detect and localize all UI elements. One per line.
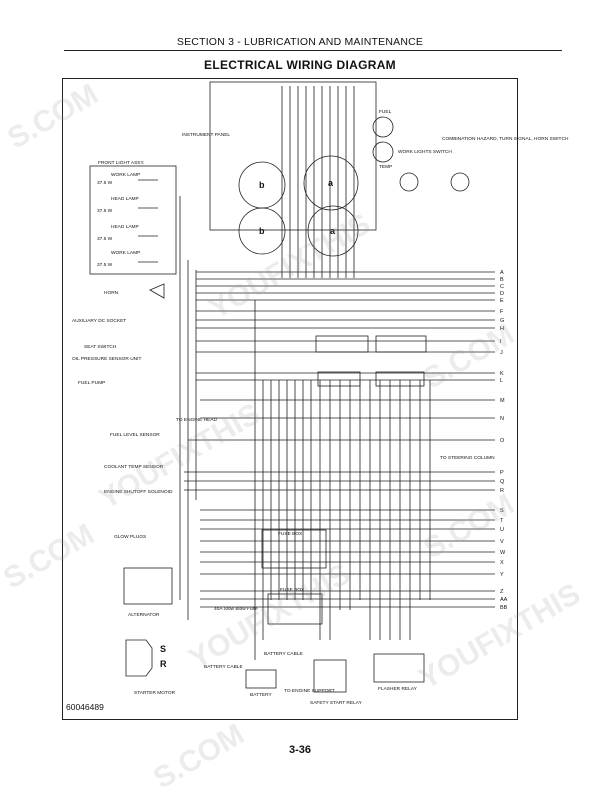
safety-relay-box xyxy=(313,659,347,693)
bus-letter-w: W xyxy=(500,550,506,556)
label-head-lamp-2: HEAD LAMP xyxy=(111,224,139,230)
gauge-b-lower-label: b xyxy=(259,226,265,236)
bus-letter-t: T xyxy=(500,518,504,524)
label-watt-3: 37.5 W xyxy=(97,236,113,242)
flasher-relay-box xyxy=(373,653,425,683)
bus-letter-i: I xyxy=(500,339,502,345)
part-number: 60046489 xyxy=(66,702,104,712)
diagram-frame xyxy=(62,78,518,720)
gauge-b-lower xyxy=(238,207,286,255)
alternator-body xyxy=(123,567,173,605)
front-light-box xyxy=(89,165,177,275)
bus-letter-e: E xyxy=(500,298,504,304)
starter-body xyxy=(125,639,153,677)
bus-letter-x: X xyxy=(500,560,504,566)
gauge-b-upper-label: b xyxy=(259,180,265,190)
gauge-a-lower xyxy=(307,205,359,257)
fuel-gauge xyxy=(372,116,394,138)
label-steering: TO STEERING COLUMN xyxy=(440,455,495,461)
label-starter-motor: STARTER MOTOR xyxy=(134,690,176,696)
bus-letter-m: M xyxy=(500,398,505,404)
starter-r-label: R xyxy=(160,659,167,669)
gauge-a-lower-label: a xyxy=(330,226,336,236)
label-flasher-relay: FLASHER RELAY xyxy=(378,686,418,692)
header-rule xyxy=(64,50,562,51)
temp-gauge xyxy=(372,141,394,163)
fuse-box-lower xyxy=(267,593,323,625)
label-temp: TEMP xyxy=(379,164,392,170)
label-oil-pressure: OIL PRESSURE SENSOR UNIT xyxy=(72,356,141,362)
bus-letter-s: S xyxy=(500,508,504,514)
bus-letter-bb: BB xyxy=(500,605,508,611)
label-battery-cable-top: BATTERY CABLE xyxy=(264,651,303,657)
label-work-lights: WORK LIGHTS SWITCH xyxy=(398,149,452,155)
label-work-lamp-1: WORK LAMP xyxy=(111,172,140,178)
battery-box xyxy=(245,669,277,689)
bus-letter-z: Z xyxy=(500,589,504,595)
label-watt-2: 37.5 W xyxy=(97,208,113,214)
label-slow-blow: 40A Slow Blow Fuse xyxy=(214,606,258,612)
bus-letter-j: J xyxy=(500,350,503,356)
label-seat-switch: SEAT SWITCH xyxy=(84,344,117,350)
bus-letter-u: U xyxy=(500,527,504,533)
bus-letter-k: K xyxy=(500,371,504,377)
label-fuel-level: FUEL LEVEL SENSOR xyxy=(110,432,160,438)
label-to-engine-head: TO ENGINE HEAD xyxy=(176,417,217,423)
label-front-light: FRONT LIGHT ASSY. xyxy=(98,160,144,166)
bus-letter-g: G xyxy=(500,318,504,324)
work-lights-switch xyxy=(399,172,419,192)
bus-letter-y: Y xyxy=(500,572,504,578)
label-fuel-pump: FUEL PUMP xyxy=(78,380,105,386)
label-aux-socket: AUXILIARY DC SOCKET xyxy=(72,318,126,324)
label-safety-relay: SAFETY START RELAY xyxy=(310,700,363,706)
label-head-lamp-1: HEAD LAMP xyxy=(111,196,139,202)
label-instrument-panel: INSTRUMENT PANEL xyxy=(182,132,230,138)
fuse-box-upper xyxy=(261,529,327,569)
label-fuel: FUEL xyxy=(379,109,392,115)
label-combination: COMBINATION HAZARD, TURN SIGNAL, HORN SW… xyxy=(442,136,569,142)
bus-letter-o: O xyxy=(500,438,505,444)
label-work-lamp-2: WORK LAMP xyxy=(111,250,140,256)
bus-letter-a: A xyxy=(500,270,504,276)
section-header: SECTION 3 - LUBRICATION AND MAINTENANCE xyxy=(176,36,424,48)
label-alternator: ALTERNATOR xyxy=(128,612,160,618)
label-watt-4: 37.5 W xyxy=(97,262,113,268)
label-battery-cable: BATTERY CABLE xyxy=(204,664,243,670)
combination-switch xyxy=(450,172,470,192)
bus-letter-n: N xyxy=(500,416,504,422)
bus-letter-b: B xyxy=(500,277,504,283)
label-watt-1: 37.5 W xyxy=(97,180,113,186)
bus-letter-h: H xyxy=(500,326,504,332)
page-number: 3-36 xyxy=(288,744,312,756)
bus-letter-p: P xyxy=(500,470,504,476)
gauge-a-upper xyxy=(303,155,359,211)
instrument-panel-box xyxy=(209,81,377,231)
label-engine-support: TO ENGINE SUPPORT xyxy=(284,688,335,694)
bus-letter-d: D xyxy=(500,291,504,297)
label-fuse-box-2: FUSE BOX xyxy=(280,587,305,593)
bus-letter-f: F xyxy=(500,309,504,315)
bus-letter-l: L xyxy=(500,378,503,384)
label-fuse-box-1: FUSE BOX xyxy=(278,531,303,537)
bus-letter-r: R xyxy=(500,488,504,494)
bus-letter-c: C xyxy=(500,284,504,290)
label-engine-shutoff: ENGINE SHUTOFF SOLENOID xyxy=(104,489,173,495)
bus-letter-q: Q xyxy=(500,479,505,485)
page-title: ELECTRICAL WIRING DIAGRAM xyxy=(204,58,396,72)
label-glow-plugs: GLOW PLUGS xyxy=(114,534,146,540)
label-horn: HORN xyxy=(104,290,119,296)
bus-letter-v: V xyxy=(500,539,504,545)
label-battery: BATTERY xyxy=(250,692,272,698)
wiring-diagram: INSTRUMENT PANEL FRONT LIGHT ASSY. WORK … xyxy=(72,81,569,706)
bus-letter-aa: AA xyxy=(500,597,508,603)
label-coolant-temp: COOLANT TEMP SENSOR xyxy=(104,464,164,470)
gauge-a-upper-label: a xyxy=(328,178,334,188)
starter-s-label: S xyxy=(160,644,166,654)
